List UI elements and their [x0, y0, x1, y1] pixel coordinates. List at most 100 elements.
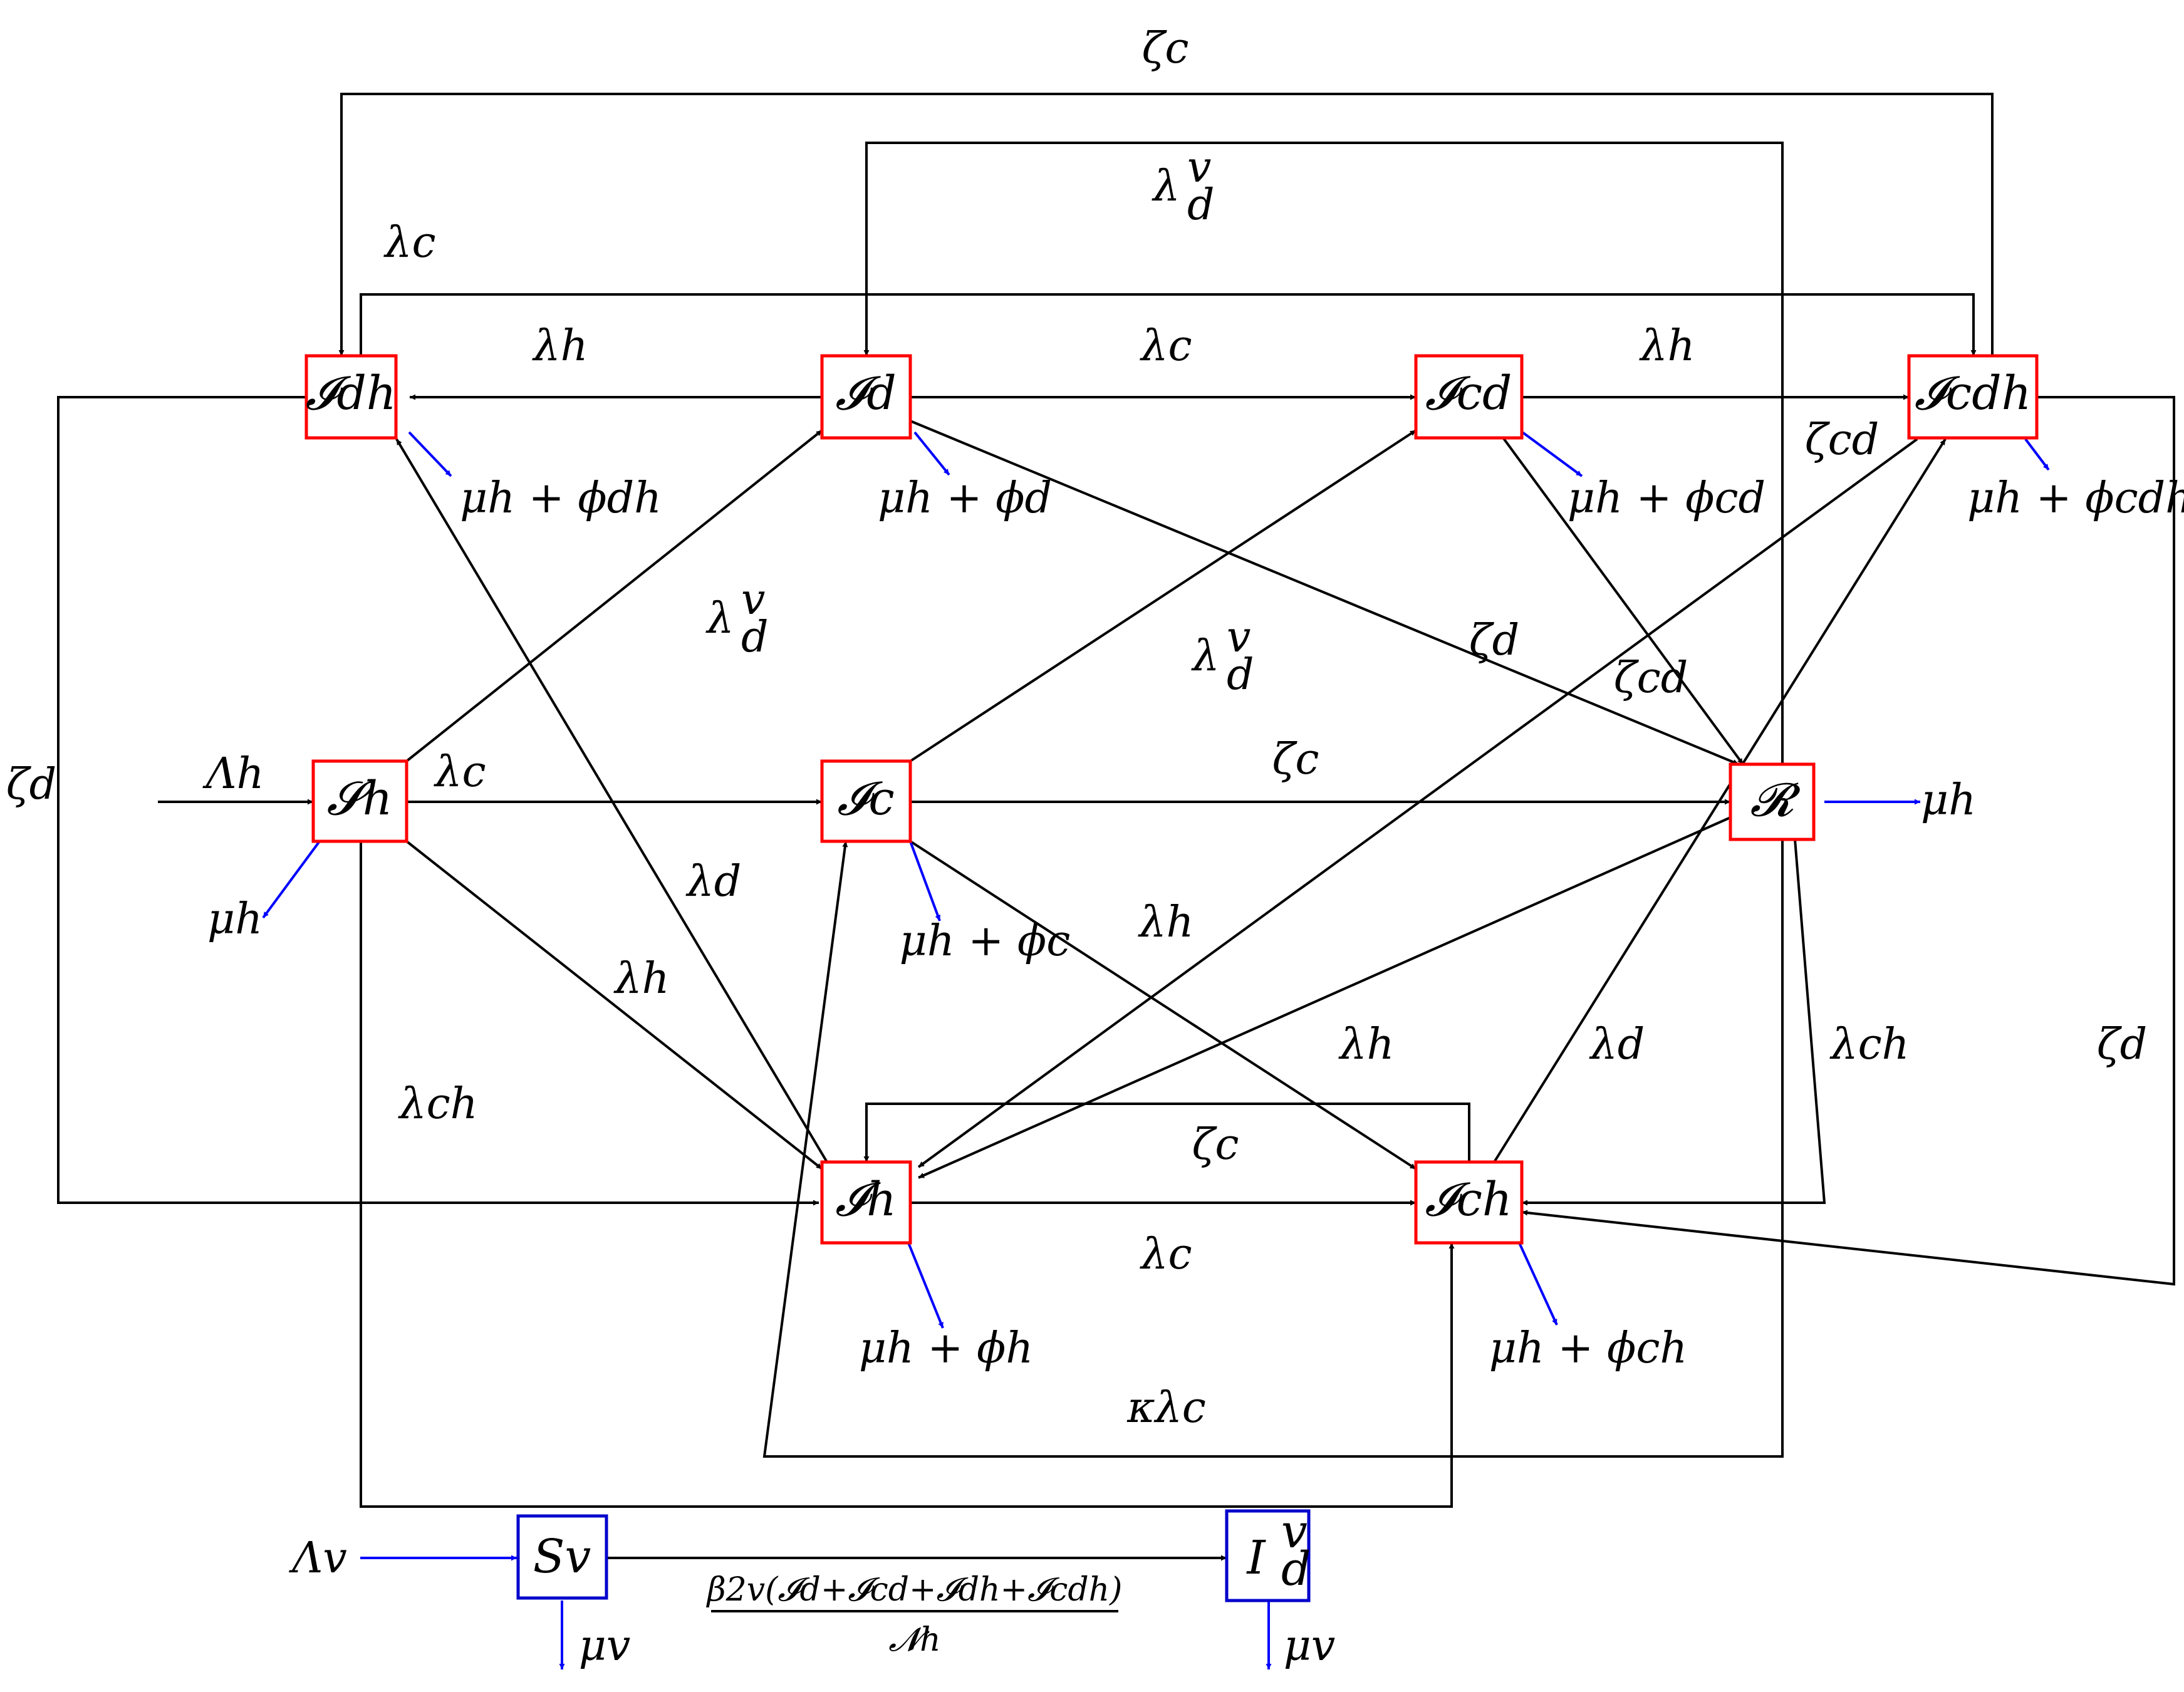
label-lambda-ch-2: λch — [1829, 1020, 1910, 1069]
outflow-idh: μh + ϕdh — [460, 474, 662, 523]
label-fraction-denominator: 𝓝h — [888, 1621, 940, 1659]
death-arrow-ich — [1518, 1242, 1558, 1326]
label-zeta-c-mid: ζc — [1272, 735, 1319, 784]
label-lambda-dv-mid-sup: v — [1227, 613, 1251, 662]
label-lambda-h-inflow: Λh — [202, 749, 264, 799]
arrow-sh-to-id — [405, 429, 823, 762]
arrow-r-to-ih — [918, 816, 1731, 1179]
compartment-r: 𝓡 — [1729, 762, 1816, 841]
arrow-ich-to-ih — [863, 1103, 1470, 1162]
label-lambda-dv-top-sup: v — [1187, 143, 1211, 192]
arrow-r-to-ich — [1522, 839, 1826, 1206]
arrow-r-to-ic — [762, 839, 1784, 1458]
outflow-r: μh — [1921, 776, 1976, 825]
compartment-idh-label: 𝓘dh — [305, 366, 396, 420]
compartment-icd: 𝓘cd — [1414, 354, 1524, 440]
compartment-sv-label: Sv — [533, 1530, 591, 1584]
compartment-r-label: 𝓡 — [1750, 773, 1801, 827]
compartment-ih: 𝓘h — [820, 1160, 912, 1245]
arrow-r-to-id-top — [863, 142, 1784, 764]
outflow-idv: μv — [1284, 1621, 1336, 1671]
compartment-sh: 𝓢h — [311, 759, 408, 843]
label-lambda-c-3: λc — [1139, 1230, 1192, 1279]
death-arrow-sh — [262, 840, 321, 919]
label-lambda-dv-left: λ — [705, 594, 734, 643]
label-zeta-cd-1: ζcd — [1805, 415, 1879, 465]
outflow-ich: μh + ϕch — [1489, 1324, 1687, 1373]
death-arrow-icd — [1521, 431, 1583, 477]
label-zeta-d-right: ζd — [2097, 1020, 2147, 1069]
label-lambda-dv-top-sub: d — [1187, 180, 1215, 230]
death-arrow-ic — [907, 836, 941, 921]
compartments: 𝓘dh 𝓘d 𝓘cd 𝓘cdh 𝓢h 𝓘c 𝓡 𝓘h — [304, 354, 2039, 1602]
label-zeta-d-left: ζd — [6, 760, 56, 809]
label-lambda-d-1: λd — [685, 857, 742, 906]
label-lambda-h-5: λh — [1338, 1020, 1395, 1069]
compartment-ic-label: 𝓘c — [837, 772, 894, 826]
compartment-ich-label: 𝓘ch — [1425, 1173, 1512, 1227]
arrow-sh-to-ich — [360, 841, 1455, 1508]
label-lambda-h-1: λh — [532, 321, 588, 371]
compartment-idv-label: I — [1245, 1531, 1266, 1585]
arrow-id-to-r — [910, 420, 1739, 766]
label-lambda-v-inflow: Λv — [288, 1534, 347, 1583]
compartment-ic: 𝓘c — [820, 759, 912, 843]
arrow-ich-to-icdh — [1493, 438, 1947, 1163]
outflow-icd: μh + ϕcd — [1568, 474, 1765, 523]
label-lambda-dv-left-sub: d — [741, 613, 769, 662]
arrow-ic-to-ich — [909, 840, 1417, 1170]
label-zeta-c-bottom: ζc — [1192, 1120, 1239, 1170]
label-zeta-c-top: ζc — [1142, 24, 1189, 73]
outflow-sh: μh — [207, 895, 263, 944]
compartment-icd-label: 𝓘cd — [1425, 366, 1512, 420]
compartment-idv-sup: v — [1281, 1505, 1308, 1559]
outflow-labels: μh + ϕdh μh + ϕd μh + ϕcd μh + ϕcdh μh μ… — [207, 474, 2184, 1671]
arrow-ic-to-icd — [909, 429, 1417, 762]
compartment-sh-label: 𝓢h — [327, 772, 393, 826]
label-lambda-c-1: λc — [1139, 321, 1192, 371]
death-arrow-id — [913, 431, 950, 476]
arrow-ih-to-idh — [395, 438, 828, 1163]
label-lambda-dv-mid: λ — [1190, 631, 1219, 681]
outflow-sv: μv — [579, 1621, 631, 1671]
compartment-ich: 𝓘ch — [1414, 1160, 1524, 1245]
label-lambda-ch-1: λch — [398, 1079, 478, 1129]
label-kappa-lambda-c: κλc — [1126, 1383, 1206, 1433]
label-lambda-h-3: λh — [1138, 898, 1194, 947]
death-arrow-icdh — [2024, 438, 2050, 471]
flow-arrows — [57, 93, 2175, 1561]
compartment-id-label: 𝓘d — [835, 366, 896, 420]
compartment-idv-sub: d — [1281, 1542, 1311, 1596]
compartment-idh: 𝓘dh — [304, 354, 398, 440]
label-lambda-dv-top: λ — [1151, 162, 1180, 211]
compartment-sv: Sv — [516, 1514, 608, 1600]
label-lambda-c-topleft: λc — [383, 218, 435, 267]
arrow-icd-to-r — [1502, 437, 1744, 766]
death-arrow-ih — [907, 1242, 944, 1329]
flow-labels: ζc λ v d λc λh λc λh ζcd λ v d λ v d ζd … — [6, 24, 2147, 1659]
arrow-idh-to-ih-left — [57, 396, 819, 1206]
label-lambda-h-4: λh — [613, 954, 670, 1004]
label-lambda-dv-mid-sub: d — [1227, 650, 1254, 700]
label-zeta-cd-2: ζcd — [1614, 653, 1688, 703]
outflow-ih: μh + ϕh — [859, 1324, 1033, 1373]
label-lambda-d-2: λd — [1589, 1020, 1645, 1069]
arrow-icdh-to-idh-top — [338, 93, 1994, 356]
arrow-icdh-to-ih — [917, 438, 1918, 1168]
compartment-ih-label: 𝓘h — [835, 1173, 897, 1227]
compartment-id: 𝓘d — [820, 354, 912, 440]
death-arrows — [262, 431, 2050, 1669]
compartment-icdh: 𝓘cdh — [1907, 354, 2039, 440]
compartment-icdh-label: 𝓘cdh — [1915, 366, 2032, 420]
label-lambda-c-2: λc — [433, 747, 486, 797]
label-lambda-h-2: λh — [1639, 321, 1695, 371]
compartment-idv: I v d — [1225, 1505, 1311, 1602]
outflow-id: μh + ϕd — [878, 474, 1052, 523]
label-lambda-dv-left-sup: v — [741, 575, 765, 625]
label-zeta-d-mid: ζd — [1469, 616, 1519, 665]
arrow-sh-to-ih — [405, 840, 823, 1170]
arrow-idh-to-icdh — [360, 293, 1977, 356]
death-arrow-idh — [408, 431, 452, 477]
arrow-icdh-to-ich-right — [1521, 396, 2175, 1286]
